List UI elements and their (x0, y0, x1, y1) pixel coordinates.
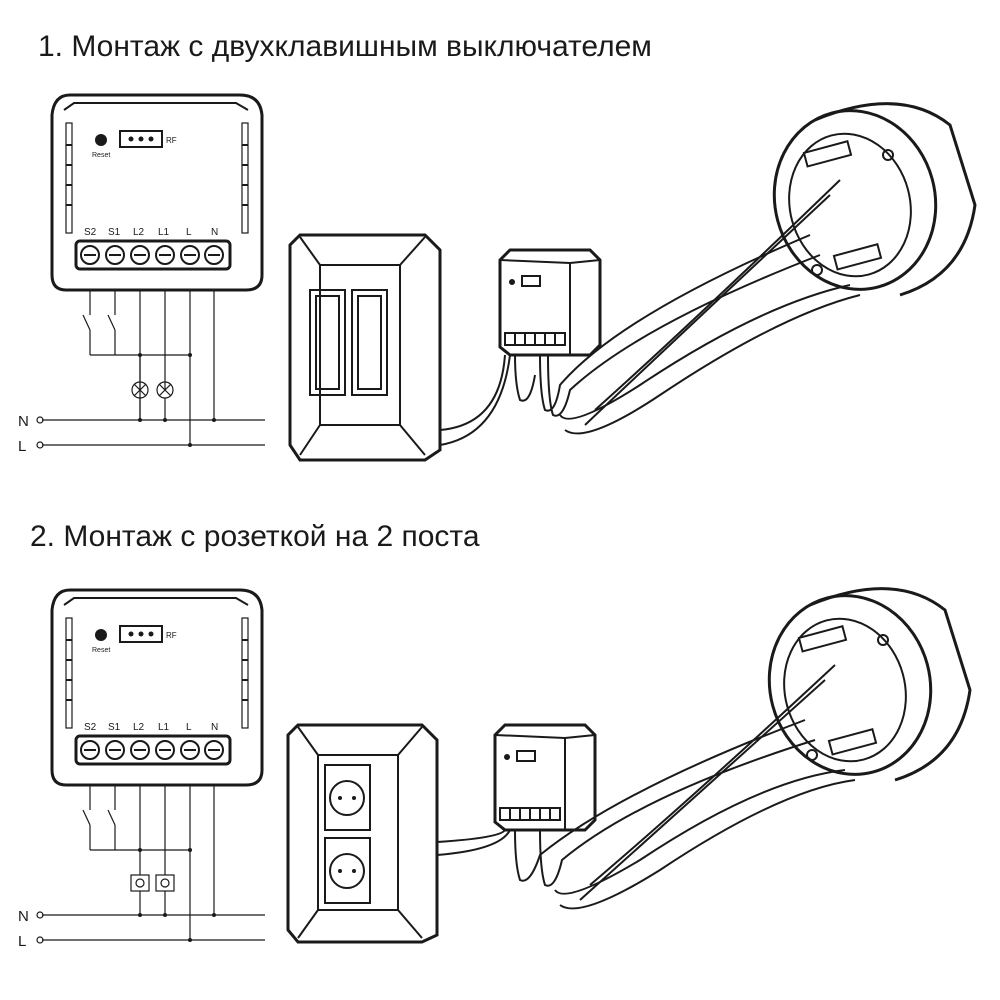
section-1-diagram: Reset RF S2 S1 L2 L1 L N (18, 93, 977, 462)
junction-box-icon (772, 102, 977, 297)
lamp-icon (131, 381, 174, 399)
vent-slots-right (242, 639, 248, 701)
reset-button-dot (95, 629, 107, 641)
socket-icon (130, 874, 175, 892)
wires (439, 179, 861, 446)
terminal-labels: S2 S1 L2 L1 L N (84, 227, 218, 238)
terminal-block (74, 734, 232, 766)
terminal-label-s2: S2 (84, 227, 97, 238)
section-2-title: 2. Монтаж с розеткой на 2 поста (30, 520, 480, 553)
wires (436, 664, 856, 910)
terminal-label-l1: L1 (158, 722, 170, 733)
rf-label: RF (166, 136, 177, 145)
double-socket (286, 723, 439, 944)
terminal-label-l2: L2 (133, 227, 145, 238)
terminal-label-s2: S2 (84, 722, 97, 733)
wiring-schematic: N L (18, 290, 265, 455)
terminal-label-l1: L1 (158, 227, 170, 238)
line-l-label: L (18, 438, 26, 455)
line-n-label: N (18, 413, 29, 430)
vent-slots-left (66, 144, 72, 206)
module-icon (498, 248, 602, 357)
terminal-label-n: N (211, 722, 218, 733)
junction-box-icon (767, 587, 972, 782)
module-schematic: Reset RF S2 S1 L2 L1 L N (50, 588, 264, 787)
module-icon (493, 723, 597, 832)
switch-icon (82, 314, 116, 355)
rf-connector (119, 625, 163, 643)
terminal-label-s1: S1 (108, 227, 121, 238)
module-schematic: Reset RF S2 S1 L2 L1 L N (50, 93, 264, 292)
reset-label: Reset (92, 647, 110, 654)
rf-connector (119, 130, 163, 148)
terminal-block (74, 239, 232, 271)
terminal-labels: S2 S1 L2 L1 L N (84, 722, 218, 733)
switch-icon (82, 809, 116, 850)
rf-label: RF (166, 631, 177, 640)
vent-slots-right (242, 144, 248, 206)
line-n-label: N (18, 908, 29, 925)
terminal-label-l2: L2 (133, 722, 145, 733)
double-switch (288, 233, 442, 462)
terminal-label-l: L (186, 227, 192, 238)
vent-slots-left (66, 639, 72, 701)
line-l-label: L (18, 933, 26, 950)
section-2-diagram: Reset RF S2 S1 L2 L1 L N (18, 587, 972, 950)
wiring-schematic: N L (18, 785, 265, 950)
terminal-label-s1: S1 (108, 722, 121, 733)
section-1-title: 1. Монтаж с двухклавишным выключателем (38, 30, 652, 63)
reset-label: Reset (92, 152, 110, 159)
terminal-screws (80, 245, 224, 265)
terminal-label-n: N (211, 227, 218, 238)
terminal-label-l: L (186, 722, 192, 733)
terminal-screws (80, 740, 224, 760)
reset-button-dot (95, 134, 107, 146)
